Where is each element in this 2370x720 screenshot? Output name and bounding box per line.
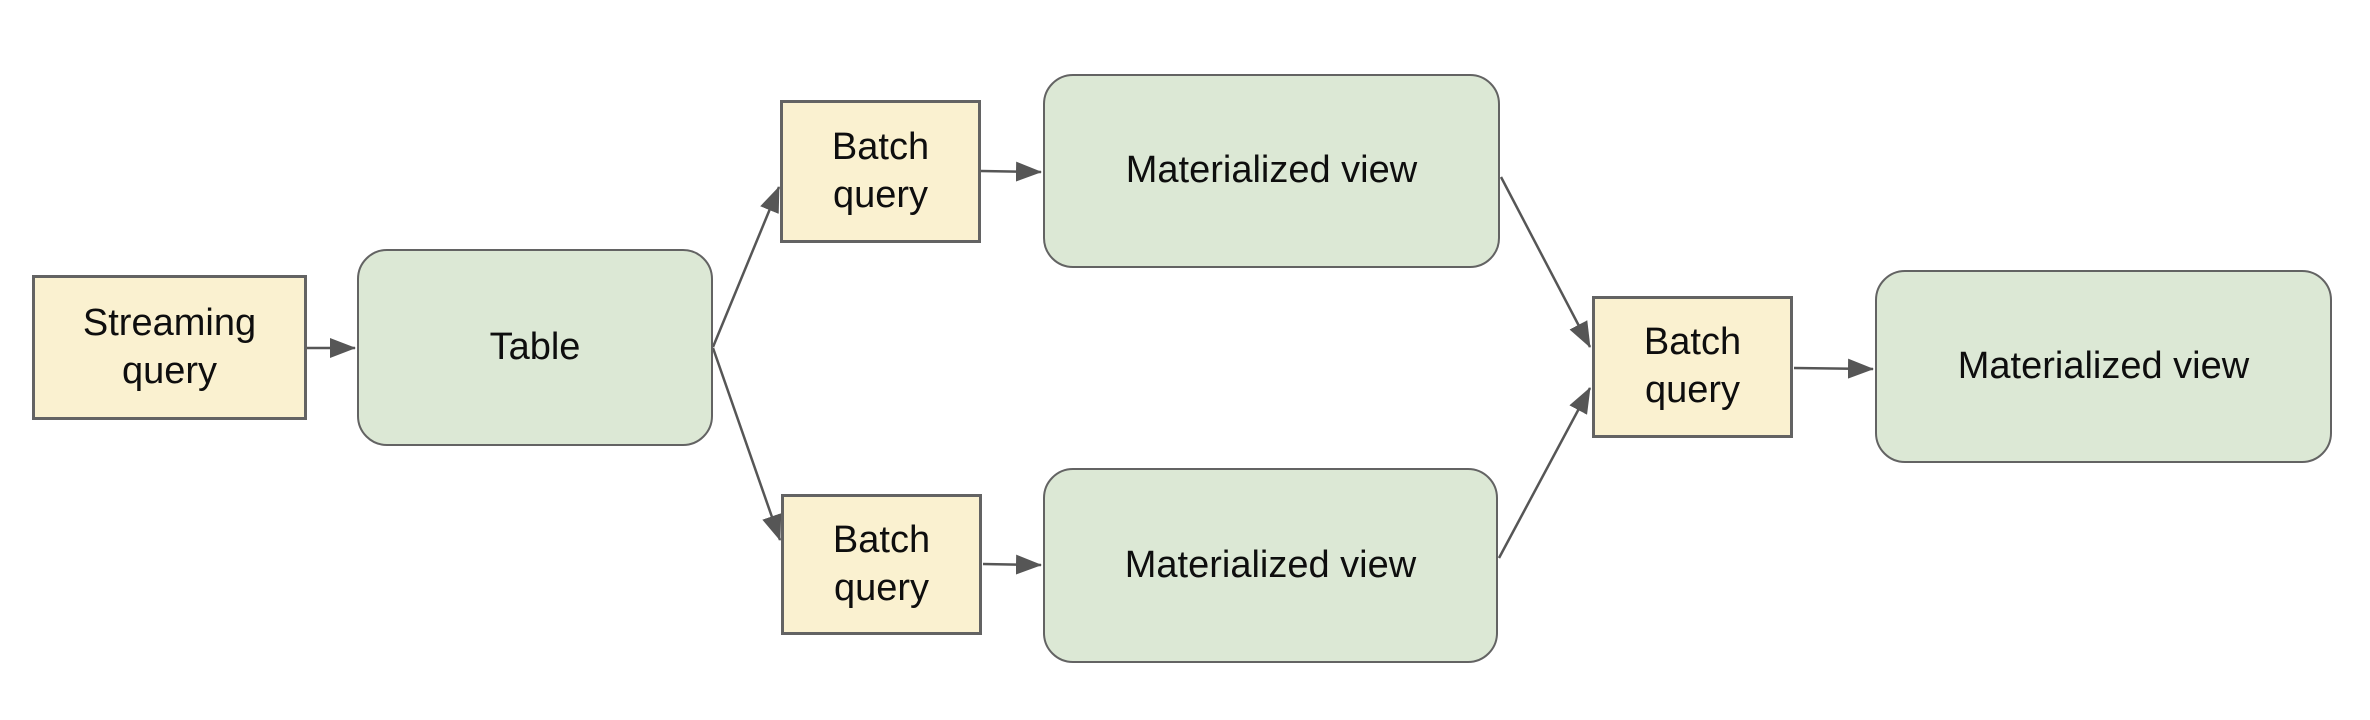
table-node-label: Table (489, 325, 581, 368)
batch-query-top-node-label: Batch query (831, 125, 930, 216)
materialized-view-bottom-node: Materialized view (1043, 468, 1498, 663)
materialized-view-top-node: Materialized view (1043, 74, 1500, 268)
streaming-query-node-label: Streaming query (82, 301, 257, 392)
table-node: Table (357, 249, 713, 446)
edge-batch-query-top-node-to-materialized-view-top-node (980, 161, 1042, 182)
edge-table-node-to-batch-query-bottom-node (711, 347, 782, 541)
batch-query-bottom-node: Batch query (781, 494, 982, 635)
batch-query-top-node: Batch query (780, 100, 981, 243)
materialized-view-final-node-label: Materialized view (1957, 344, 2250, 387)
edge-materialized-view-bottom-node-to-batch-query-merge-node (1497, 387, 1592, 559)
edge-materialized-view-top-node-to-batch-query-merge-node (1499, 176, 1592, 348)
batch-query-merge-node: Batch query (1592, 296, 1793, 438)
edge-batch-query-bottom-node-to-materialized-view-bottom-node (982, 554, 1042, 575)
edge-table-node-to-batch-query-top-node (711, 186, 781, 348)
materialized-view-final-node: Materialized view (1875, 270, 2332, 463)
materialized-view-bottom-node-label: Materialized view (1124, 543, 1417, 586)
batch-query-bottom-node-label: Batch query (832, 518, 931, 609)
batch-query-merge-node-label: Batch query (1643, 321, 1742, 411)
edge-batch-query-merge-node-to-materialized-view-final-node (1793, 358, 1874, 379)
materialized-view-top-node-label: Materialized view (1125, 149, 1418, 192)
streaming-query-node: Streaming query (32, 275, 307, 420)
